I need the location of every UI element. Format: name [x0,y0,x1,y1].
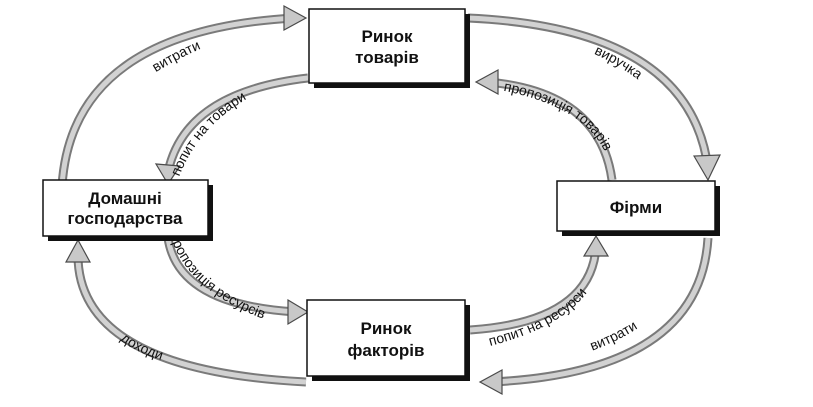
arrow-head-to-goods-market [283,4,308,32]
node-goods-market: Ринок товарів [308,8,470,88]
arrow-head-to-goods-market-inner [474,68,499,96]
arrow-head-to-factor-market-outer [478,368,503,396]
households-label-line2: господарства [68,209,184,228]
goods-market-label-line2: товарів [355,48,419,67]
label-resource-demand: попит на ресурси [487,284,590,348]
label-goods-supply: пропозиція товарів [503,78,617,153]
arrow-head-to-firms-inner [582,234,610,257]
node-households: Домашні господарства [42,179,213,241]
arrow-head-to-households-outer [64,238,92,263]
label-goods-demand: попит на товари [167,88,248,178]
node-factor-market: Ринок факторів [306,299,470,381]
label-incomes: доходи [118,329,165,363]
firms-label: Фірми [610,198,662,217]
arrow-head-to-factor-market-inner [287,298,310,326]
inner-real-flow [163,73,617,335]
arrow-heads [64,4,721,396]
factor-market-label-line2: факторів [348,341,425,360]
goods-market-label-line1: Ринок [362,27,413,46]
arrow-head-to-households-inner [154,163,182,186]
arrow-head-to-firms-outer [692,154,721,182]
outer-money-flow [57,13,713,387]
households-label-line1: Домашні [88,189,161,208]
factor-market-label-line1: Ринок [361,319,412,338]
node-firms: Фірми [556,180,720,236]
